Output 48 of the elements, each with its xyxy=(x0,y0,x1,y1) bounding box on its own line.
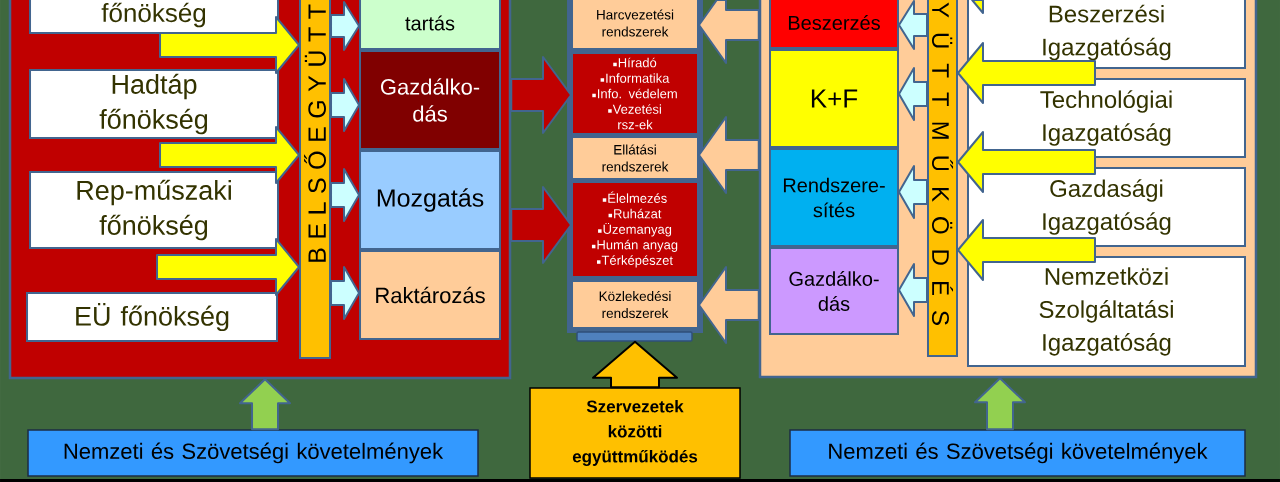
block-arrow xyxy=(898,263,928,317)
directorate-box: Nemzetközi Szolgáltatási Igazgatóság xyxy=(967,256,1246,367)
block-arrow xyxy=(239,378,291,431)
function-box: Beszerzés xyxy=(769,0,899,49)
directorate-box: Beszerzési Igazgatóság xyxy=(967,0,1246,69)
block-arrow xyxy=(957,131,1096,193)
block-arrow xyxy=(971,0,984,14)
block-arrow xyxy=(957,219,1096,281)
function-box: Rendszere-sítés xyxy=(769,148,899,247)
block-arrow xyxy=(698,266,760,344)
requirement-box: Nemzeti és Szövetségi követelmények xyxy=(27,429,479,477)
block-arrow xyxy=(159,126,300,184)
department-box: főnökség xyxy=(29,0,279,34)
block-arrow xyxy=(159,16,300,74)
block-arrow xyxy=(898,0,928,50)
function-box: Raktározás xyxy=(359,250,501,340)
function-box: Gazdálko-dás xyxy=(359,50,501,150)
system-box: Harcvezetési rendszerek xyxy=(571,0,699,50)
vertical-bar: Y Ü T T M Ű K Ö D É S xyxy=(927,0,958,357)
base-bar xyxy=(576,331,693,342)
block-arrow xyxy=(510,186,572,264)
block-arrow xyxy=(698,0,760,64)
cooperation-box: Szervezetek közötti együttműködés xyxy=(529,387,741,479)
system-box: Ellátási rendszerek xyxy=(571,136,699,180)
function-box: Gazdálko-dás xyxy=(769,247,899,335)
requirement-box: Nemzeti és Szövetségi követelmények xyxy=(789,429,1246,477)
block-arrow xyxy=(510,56,572,134)
function-box: K+F xyxy=(769,49,899,148)
system-box: Közlekedési rendszerek xyxy=(571,280,699,329)
function-box: Mozgatás xyxy=(359,150,501,250)
list-box: Híradó Informatika Info. védelem Vezetési rsz-ek xyxy=(571,52,699,135)
department-box: EÜ főnökség xyxy=(26,292,278,342)
block-arrow xyxy=(330,266,360,320)
block-arrow xyxy=(698,116,760,194)
department-box: Rep-műszaki főnökség xyxy=(29,171,279,249)
block-arrow xyxy=(592,340,678,389)
block-arrow xyxy=(156,238,300,296)
block-arrow xyxy=(330,1,360,51)
block-arrow xyxy=(898,67,928,121)
block-arrow xyxy=(330,168,360,222)
block-arrow xyxy=(974,377,1026,431)
function-box: tartás xyxy=(359,0,501,50)
list-box: Élelmezés Ruházat Üzemanyag Humán anyag Térképészet xyxy=(571,181,699,278)
block-arrow xyxy=(898,165,928,219)
block-arrow xyxy=(330,78,360,132)
department-box: Hadtáp főnökség xyxy=(29,69,279,139)
vertical-bar: B E L S Ő E G Y Ü T T xyxy=(299,0,331,359)
block-arrow xyxy=(957,42,1096,104)
